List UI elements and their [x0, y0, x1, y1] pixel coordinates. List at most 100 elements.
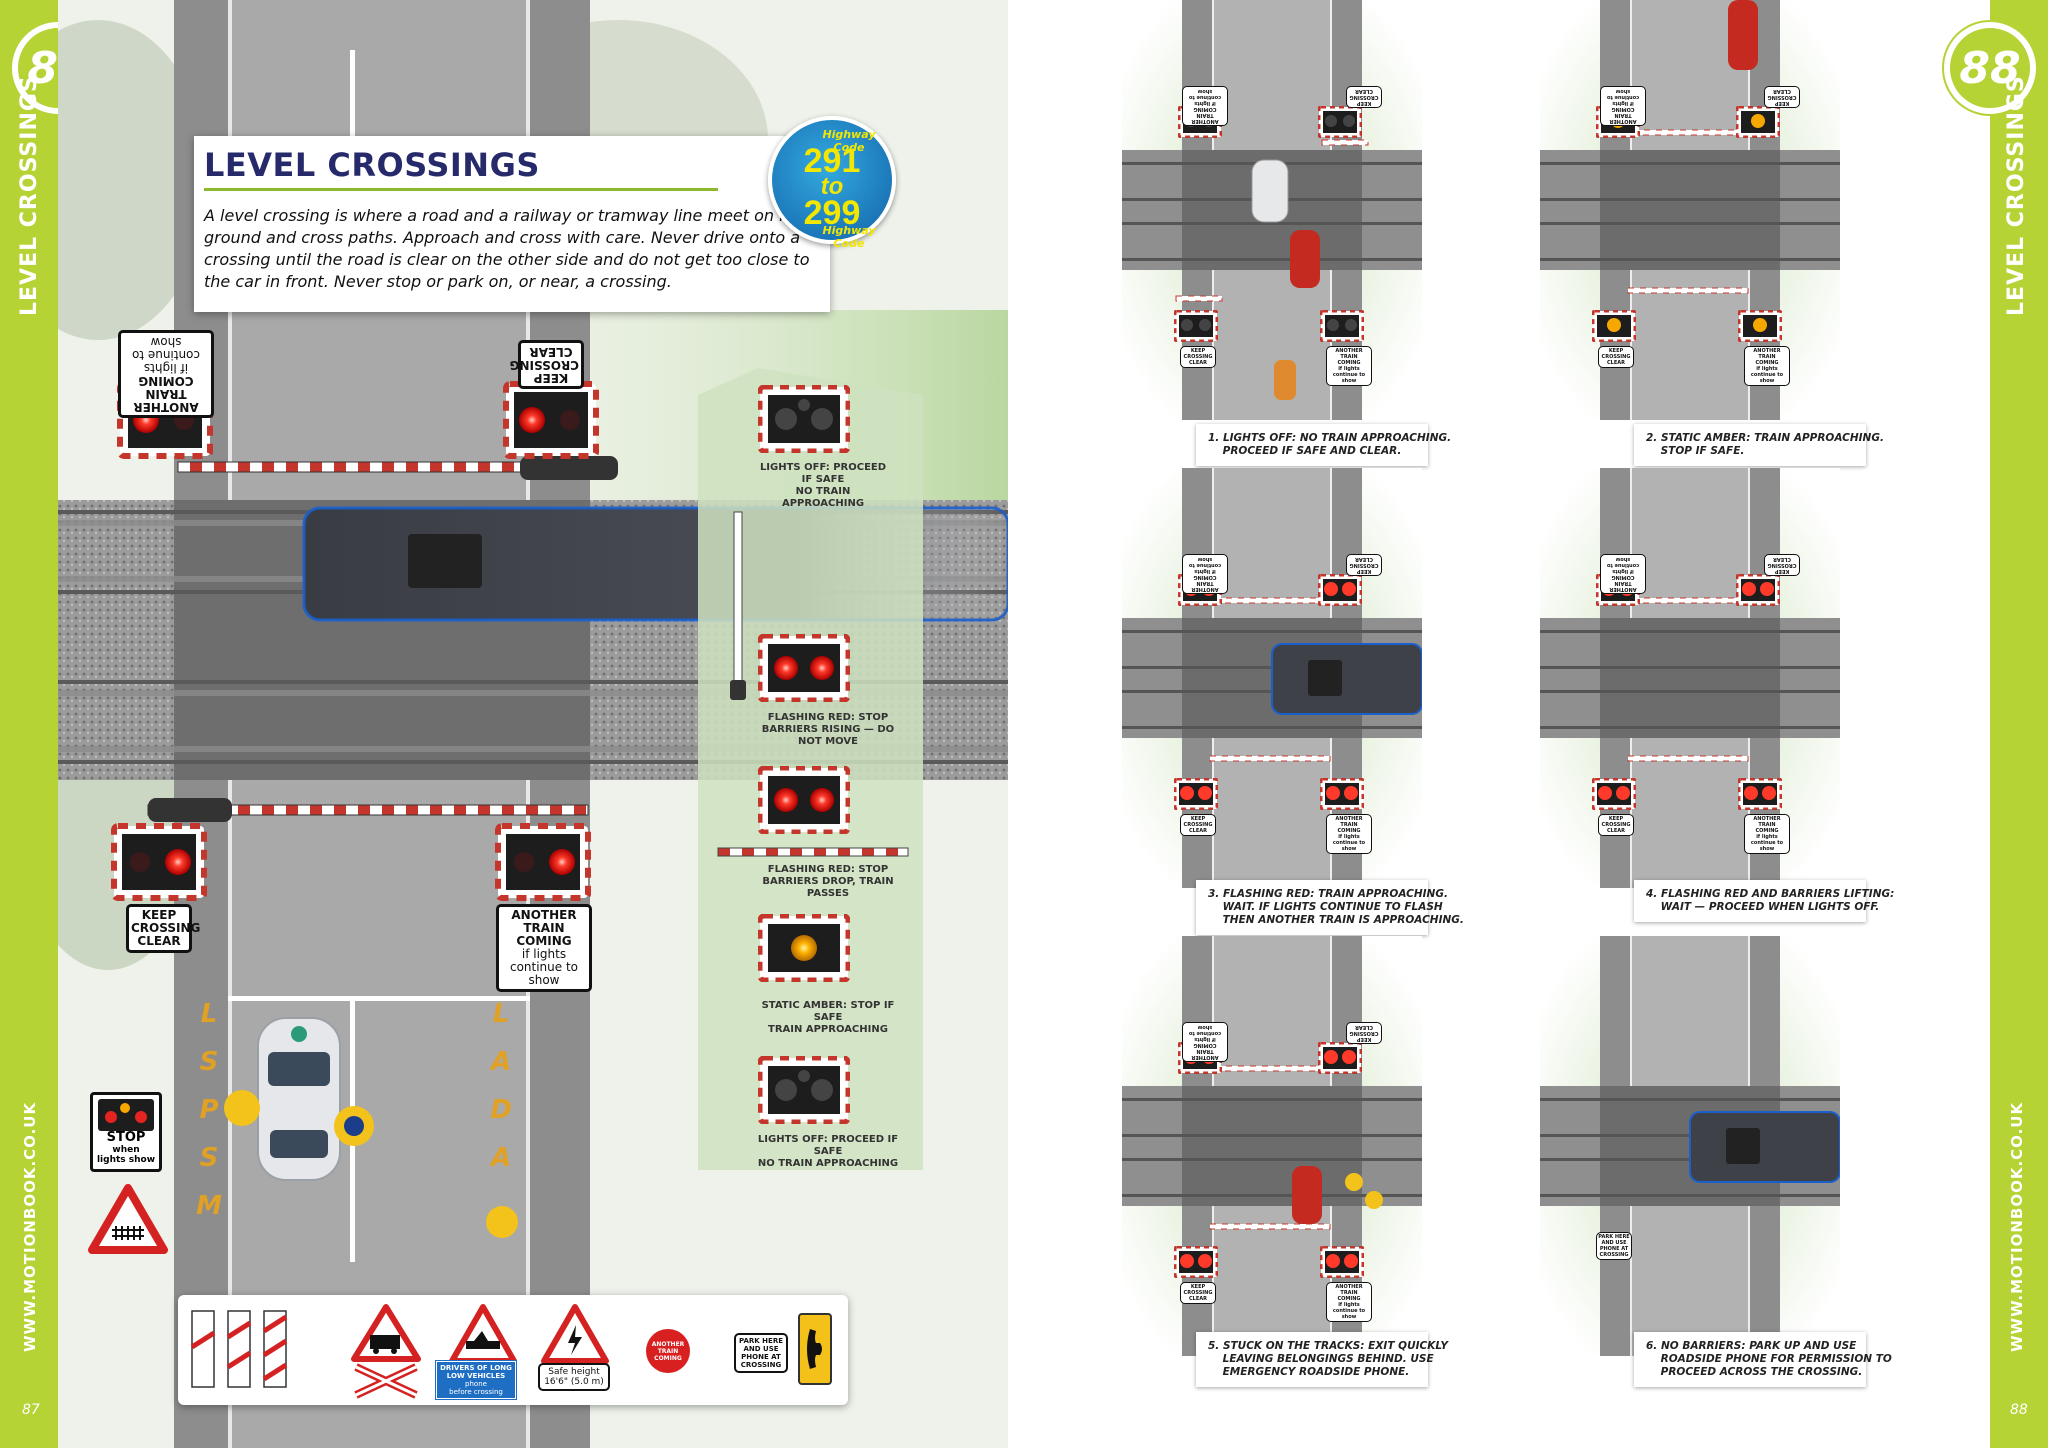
panel-lights-unit [1319, 777, 1365, 814]
panel-lights-unit [1735, 573, 1781, 610]
panel-lights-unit [1591, 309, 1637, 346]
train-crossing-no-barrier-icon [351, 1304, 421, 1399]
scenario-diagram-3 [1122, 468, 1422, 888]
left-section-label: LEVEL CROSSINGS [17, 75, 42, 316]
scenario-caption-3: 3. FLASHING RED: TRAIN APPROACHING. WAIT… [1196, 880, 1464, 935]
page-number-badge-right: 88 [1944, 22, 2036, 114]
page-title: LEVEL CROSSINGS [204, 146, 540, 184]
car-illustration [257, 1017, 341, 1181]
lights-state-3 [757, 765, 851, 835]
right-sidebar [1990, 0, 2048, 1448]
gated-crossing-warning-icon [88, 1184, 168, 1254]
lights-unit-top-right [503, 381, 599, 459]
lights-unit-bottom-right [495, 823, 591, 901]
stop-when-lights-show-sign: STOP when lights show [90, 1092, 162, 1172]
lights-state-caption-5: LIGHTS OFF: PROCEED IF SAFE NO TRAIN APP… [757, 1134, 899, 1169]
title-underline [204, 188, 718, 191]
countdown-markers-icon [190, 1310, 288, 1388]
highway-code-to-word: to [820, 173, 844, 200]
intro-panel: LEVEL CROSSINGS A level crossing is wher… [194, 136, 830, 312]
lights-state-caption-2: FLASHING RED: STOP BARRIERS RISING — DO … [761, 712, 895, 747]
lights-state-4 [757, 913, 851, 983]
intro-text: A level crossing is where a road and a r… [204, 206, 818, 291]
panel-lights-unit [1735, 105, 1781, 142]
emergency-phone-icon [798, 1313, 832, 1385]
scenario-diagram-2 [1540, 0, 1840, 420]
panel-lights-unit [1319, 309, 1365, 346]
panel-lights-unit [1319, 1245, 1365, 1282]
low-vehicle-warning-icon [449, 1304, 517, 1364]
highway-code-ring-text-top: Highway Code [822, 128, 876, 154]
scenario-caption-4: 4. FLASHING RED AND BARRIERS LIFTING: WA… [1634, 880, 1894, 922]
electrified-line-warning-icon [541, 1304, 609, 1364]
lights-state-caption-3: FLASHING RED: STOP BARRIERS DROP, TRAIN … [762, 864, 894, 899]
left-sidebar [0, 0, 58, 1448]
panel-lights-unit [1737, 309, 1783, 346]
lights-state-2 [757, 633, 851, 703]
panel-lights-unit [1591, 777, 1637, 814]
panel-lights-unit [1173, 309, 1219, 346]
scenario-caption-6: 6. NO BARRIERS: PARK UP AND USE ROADSIDE… [1634, 1332, 1892, 1387]
left-footer-page-number: 87 [22, 1402, 40, 1418]
scenario-diagram-4 [1540, 468, 1840, 888]
highway-code-to: 299 [803, 194, 861, 232]
left-website-label: WWW.MOTIONBOOK.CO.UK [21, 1101, 39, 1352]
panel-lights-unit [1317, 573, 1363, 610]
mini-lights-icon [98, 1099, 154, 1131]
scenario-caption-5: 5. STUCK ON THE TRACKS: EXIT QUICKLY LEA… [1196, 1332, 1448, 1387]
highway-code-ring-text-bottom: Highway Code [822, 224, 876, 250]
panel-lights-unit [1317, 105, 1363, 142]
scenario-caption-1: 1. LIGHTS OFF: NO TRAIN APPROACHING. PRO… [1196, 424, 1451, 466]
panel-lights-unit [1737, 777, 1783, 814]
lights-unit-bottom-left [111, 823, 207, 901]
panel-lights-unit [1317, 1041, 1363, 1078]
highway-code-from: 291 [803, 142, 861, 180]
scenario-diagram-1 [1122, 0, 1422, 420]
lights-state-caption-1: LIGHTS OFF: PROCEED IF SAFE NO TRAIN APP… [759, 462, 887, 509]
panel-lights-unit [1173, 777, 1219, 814]
right-website-label: WWW.MOTIONBOOK.CO.UK [2008, 1101, 2026, 1352]
highway-code-badge: Highway Code 291 to 299 Highway Code [768, 116, 896, 250]
scenario-caption-2: 2. STATIC AMBER: TRAIN APPROACHING. STOP… [1634, 424, 1884, 466]
lights-state-1 [757, 384, 851, 454]
scenario-diagram-5 [1122, 936, 1422, 1356]
right-footer-page-number: 88 [2010, 1402, 2028, 1418]
panel-lights-unit [1173, 1245, 1219, 1282]
lights-state-caption-4: STATIC AMBER: STOP IF SAFE TRAIN APPROAC… [761, 1000, 895, 1035]
